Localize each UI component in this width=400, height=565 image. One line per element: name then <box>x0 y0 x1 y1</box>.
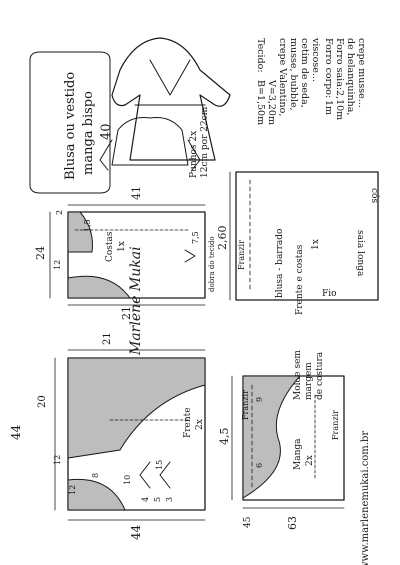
forro-saia-amount: 2,10m <box>334 90 345 120</box>
dim-63: 63 <box>286 516 299 530</box>
costas-armhole-hatch <box>67 275 131 299</box>
dim-44-top: 44 <box>9 424 23 440</box>
barrado-piece: blusa - barrado Frente e costas 1x saia … <box>216 171 380 315</box>
fabric-4: viscose... <box>310 37 321 82</box>
dim-20: 20 <box>37 395 48 408</box>
punhos-line-2: 12cm por 22cm <box>200 106 210 178</box>
dim-9: 9 <box>255 397 264 402</box>
dim-44-bottom: 44 <box>129 524 143 540</box>
forro-fabric-1: de helanquinha, <box>345 38 356 115</box>
website-text: www.marlenemukai.com.br <box>360 431 371 565</box>
forro-fabric-2: crepe musse... <box>356 38 367 108</box>
dim-6: 6 <box>255 463 264 468</box>
title-cloud-outline <box>29 51 111 194</box>
frente-wrap-hatch <box>67 357 206 459</box>
forro-label: Forro corpo: <box>323 38 334 98</box>
barrado-name: blusa - barrado <box>275 229 285 298</box>
dim-3: 3 <box>165 497 174 502</box>
forro-saia-label: Forro saia: <box>334 38 345 90</box>
tecido-amount: B=1,50m <box>255 80 266 125</box>
barrado-saia-longa: saia longa <box>355 230 365 277</box>
manga-franzir-top: Franzir <box>241 390 250 420</box>
title-size: 40 <box>99 123 114 140</box>
blouse-sketch <box>111 117 189 166</box>
frente-piece: Frente 2x <box>67 357 206 511</box>
manga-dimensions: 4,5 63 9 6 45 <box>218 375 345 530</box>
dim-12-c: 12 <box>68 485 77 495</box>
barrado-qty: 1x <box>311 239 321 250</box>
fabric-3: cetim de seda, <box>299 38 310 108</box>
frente-armhole-hatch <box>67 478 126 511</box>
barrado-cos: cós <box>369 188 380 203</box>
manga-franzir: Franzir <box>331 410 340 440</box>
costas-fold: dobra do tecido <box>208 236 216 292</box>
frente-name: Frente <box>183 407 193 438</box>
manga-qty: 2x <box>305 455 315 466</box>
signature: Marlene Mukai <box>128 246 144 356</box>
dim-12-a: 12 <box>53 260 62 270</box>
barrado-fio: Fio <box>322 289 337 299</box>
title-line-1: Blusa ou vestido <box>63 72 78 180</box>
garment-illustration <box>99 37 231 171</box>
tecido-label: Tecido: <box>255 38 266 73</box>
title-line-2: manga bispo <box>81 91 96 175</box>
dim-5: 5 <box>153 497 162 502</box>
manga-piece: Manga 2x Franzir Franzir <box>241 375 345 501</box>
dim-4: 4 <box>141 497 150 502</box>
website: www.marlenemukai.com.br <box>360 431 371 565</box>
molde-line-1: Molde sem <box>293 350 303 400</box>
dim-21-top: 21 <box>102 332 113 345</box>
dim-45b: 45 <box>243 516 253 528</box>
tecido-amount-v: V=3,20m <box>266 79 277 125</box>
dim-8: 8 <box>91 473 100 478</box>
frente-darts <box>139 461 171 489</box>
dim-10: 10 <box>123 475 132 485</box>
costas-piece: Costas 1x dobra do tecido <box>67 211 216 299</box>
blouse-sleeves <box>99 139 201 171</box>
dim-2: 2 <box>55 210 64 215</box>
dim-15: 1,5 <box>83 219 92 232</box>
barrado-franzir: Franzir <box>237 240 246 270</box>
title-block: Blusa ou vestido manga bispo 40 <box>63 72 114 180</box>
dress-sketch <box>111 37 231 161</box>
costas-dimensions: 24 21 41 12 1,5 7,5 2 <box>34 186 206 320</box>
fabric-1: crepe Valentino, <box>277 38 288 116</box>
signature-text: Marlene Mukai <box>128 246 144 356</box>
dim-260: 2,60 <box>216 226 229 251</box>
frente-qty: 2x <box>195 419 205 430</box>
costas-qty: 1x <box>117 241 127 252</box>
costas-dart <box>184 249 196 263</box>
dim-45: 4,5 <box>218 428 231 446</box>
barrado-cut: Frente e costas <box>295 244 305 315</box>
dim-75: 7,5 <box>191 231 200 244</box>
dim-15b: 15 <box>155 460 164 470</box>
frente-dimensions: 44 21 20 12 12 8 10 4 5 3 15 44 <box>9 332 206 540</box>
forro-amount: 1m <box>323 100 334 115</box>
punhos-note: Punhos 2x 12cm por 22cm <box>189 106 210 178</box>
dim-12-b: 12 <box>53 455 62 465</box>
manga-name: Manga <box>293 438 303 470</box>
costas-neck-hatch <box>67 211 93 253</box>
dress-neckline <box>134 59 206 106</box>
dim-21-costas: 21 <box>120 306 133 320</box>
fabric-2: musse, bubble, <box>288 38 299 111</box>
manga-cap-hatch <box>242 375 302 499</box>
punhos-line-1: Punhos 2x <box>189 131 199 178</box>
fabric-notes: Tecido: B=1,50m V=3,20m crepe Valentino,… <box>255 37 367 125</box>
dim-24: 24 <box>34 246 47 260</box>
dim-41: 41 <box>130 186 143 200</box>
molde-line-2: margem <box>304 362 314 400</box>
costas-name: Costas <box>105 231 115 262</box>
